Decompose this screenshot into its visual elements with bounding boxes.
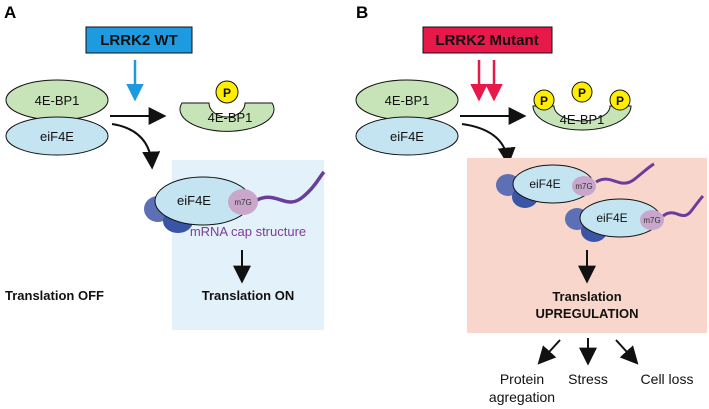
outcome-arrow-aggregation [537, 339, 561, 365]
b-phospho-circle-3 [609, 89, 631, 111]
outcome-stress: Stress [568, 371, 608, 387]
outcome-cell-loss: Cell loss [641, 371, 694, 387]
b-complex1-eif4e-label: eiF4E [529, 177, 560, 191]
b-complex2-m7g [640, 210, 664, 230]
lrrk2-mutant-label: LRRK2 Mutant [435, 32, 538, 49]
translation-upreg-line2: UPREGULATION [535, 306, 638, 321]
mrna-strand [256, 170, 326, 204]
m7g-label: m7G [234, 198, 251, 207]
b-complex1-m7g [572, 176, 596, 196]
b-eif4e-node [355, 116, 459, 156]
b-phospho-label-1: P [540, 94, 548, 108]
translation-upreg-line1: Translation [552, 289, 621, 304]
b-complex1-m7g-label: m7G [575, 182, 592, 191]
lrrk2-wt-label: LRRK2 WT [100, 32, 178, 49]
panel-a: A LRRK2 WT 4E-BP1 eiF4E 4E-BP1 P eiF4E m… [4, 3, 326, 330]
phospho-label: P [223, 86, 231, 100]
b-eif4e-label: eiF4E [390, 129, 424, 144]
phospho-circle [215, 80, 239, 104]
b-fourebp1-label: 4E-BP1 [385, 93, 430, 108]
fourebp1-label: 4E-BP1 [35, 93, 80, 108]
translation-off-label: Translation OFF [5, 288, 104, 303]
translation-on-label: Translation ON [202, 288, 294, 303]
lrrk2-mutant-box [422, 26, 553, 54]
b-complex2-m7g-label: m7G [643, 216, 660, 225]
b-complex2-eif4e-label: eiF4E [596, 211, 627, 225]
eif4e-node [5, 116, 109, 156]
panel-a-label: A [4, 3, 16, 22]
b-complex1-mrna [595, 162, 655, 185]
fourebp1-bound-shape [179, 102, 275, 132]
b-phospho-label-2: P [578, 86, 586, 100]
fourebp1-bound-label: 4E-BP1 [208, 110, 253, 125]
eif4e-label: eiF4E [40, 129, 74, 144]
outcome-aggregation-line2: agregation [489, 389, 555, 405]
b-fourebp1-bound-shape [532, 105, 632, 131]
panel-b: B LRRK2 Mutant 4E-BP1 eiF4E 4E-BP1 P P P… [355, 3, 707, 405]
b-complex2-mrna [662, 194, 705, 218]
b-phospho-label-3: P [616, 94, 624, 108]
panel-b-label: B [356, 3, 368, 22]
outcome-arrow-cell-loss [615, 339, 639, 365]
complex-eif4e-label: eiF4E [177, 193, 211, 208]
b-phospho-circle-2 [571, 81, 593, 103]
b-binding-arrow [461, 123, 516, 166]
binding-arrow [111, 123, 161, 170]
lrrk2-wt-box [85, 26, 193, 54]
outcome-aggregation-line1: Protein [500, 371, 544, 387]
cap-structure-label: mRNA cap structure [190, 224, 306, 239]
m7g-cap [228, 189, 258, 215]
b-fourebp1-bound-label: 4E-BP1 [560, 112, 605, 127]
b-phospho-circle-1 [533, 89, 555, 111]
